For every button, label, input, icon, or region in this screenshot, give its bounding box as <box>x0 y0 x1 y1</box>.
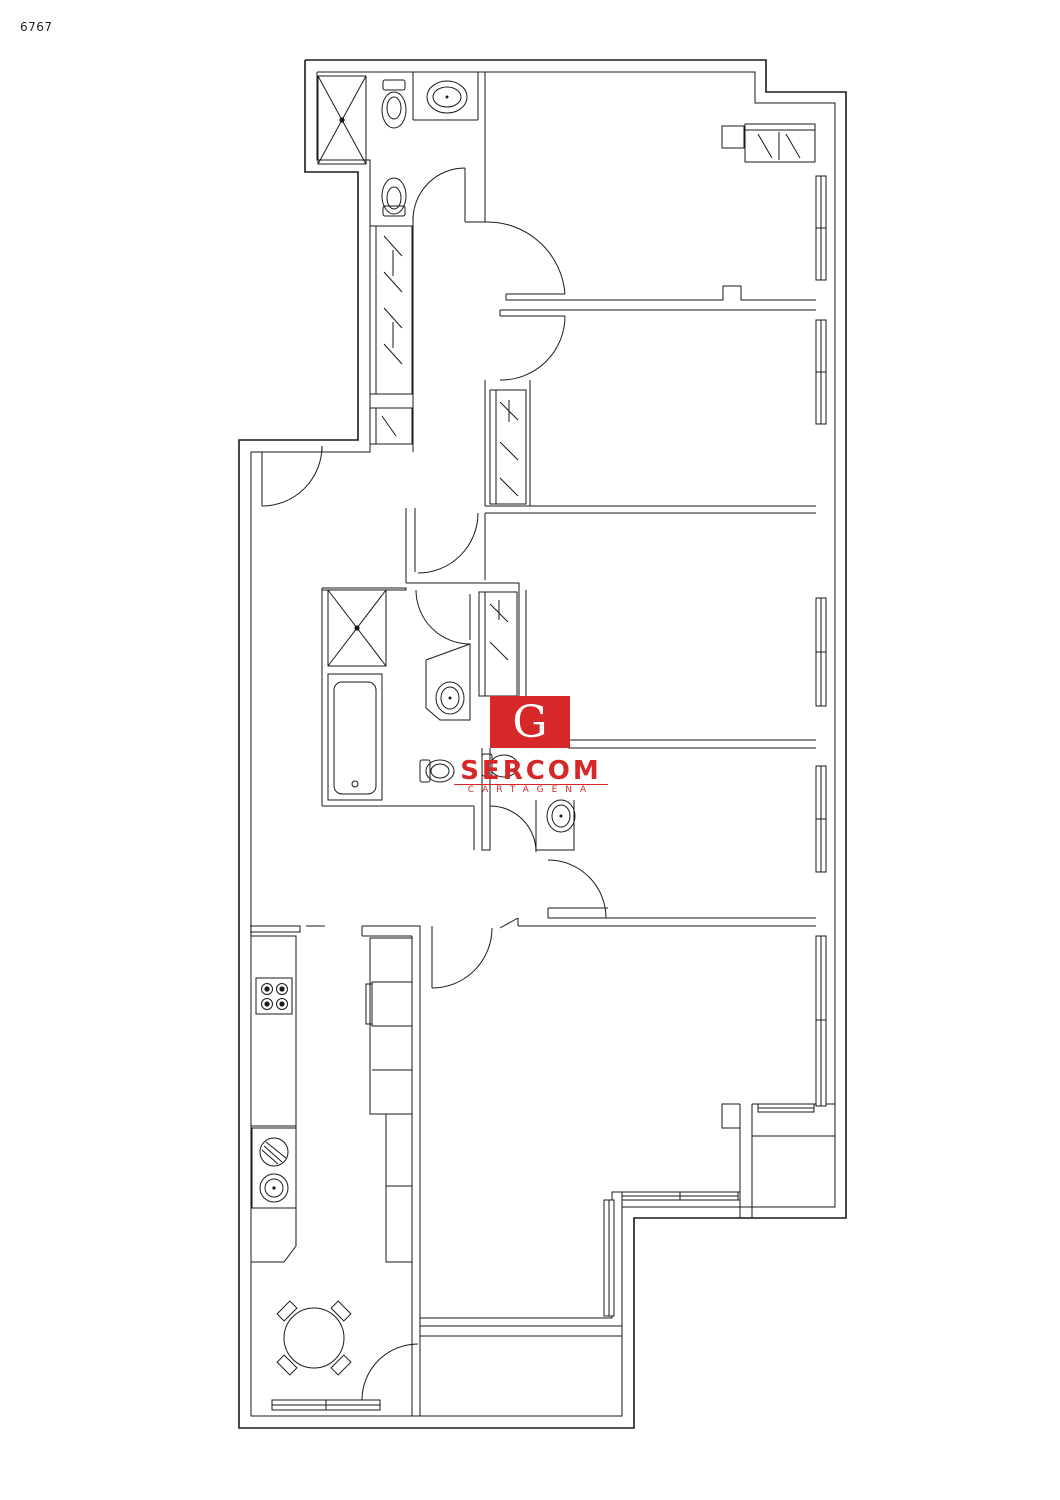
doors <box>261 167 607 1401</box>
bathroom-2-fixtures <box>327 589 576 833</box>
logo-name: SERCOM <box>460 756 602 786</box>
logo-subtitle: CARTAGENA <box>467 785 595 795</box>
wardrobes <box>369 123 816 697</box>
reference-code: 6767 <box>20 20 53 34</box>
logo-letter: G <box>512 697 548 748</box>
logo-divider <box>454 784 608 785</box>
logo-mark: G <box>490 696 570 748</box>
sercom-logo: G SERCOM CARTAGENA <box>446 696 616 806</box>
interior-walls <box>250 72 835 1416</box>
windows <box>271 175 827 1411</box>
kitchen-fixtures <box>251 935 413 1376</box>
bathroom-1-fixtures <box>317 75 468 217</box>
